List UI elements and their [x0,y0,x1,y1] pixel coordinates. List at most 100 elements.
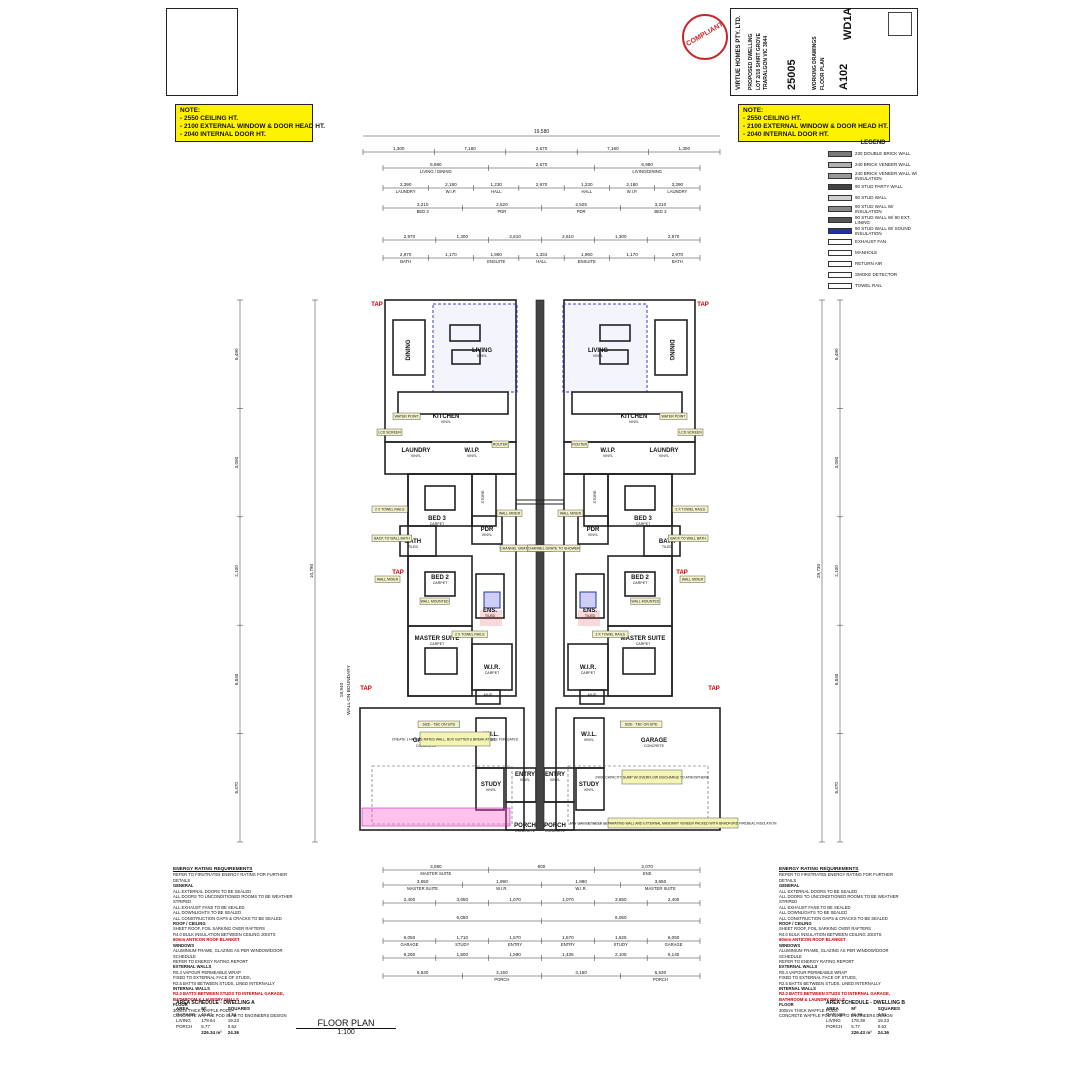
legend-label: RETURN AIR [855,261,883,266]
dim-brow-6-value: 6,290 [404,952,416,957]
area-cell [176,1030,201,1036]
dim-brow-3-value: 2,400 [404,897,416,902]
right-ens-finish: TILED [585,614,596,618]
legend-label: EXHAUST FAN [855,239,887,244]
left-router-tag [491,440,509,448]
dim-brow-5-value: 6,050 [404,935,416,940]
dim-row-1-value: 2,670 [536,146,548,151]
dim-row-5-value: 2,610 [562,234,574,239]
dim-brow-1-label: ENS [643,871,652,876]
legend-item: 90 STUD WALL W/ SOUND INSULATION [828,225,918,236]
left-laundry-finish: VINYL [411,454,421,458]
left-shower [483,591,501,609]
legend-label: 90 STUD WALL [855,195,887,200]
right-router-text: ROUTER [572,443,587,447]
right-tap-2: TAP [676,570,688,576]
left-study-room [475,767,505,811]
dim-row-3-value: 3,390 [672,182,684,187]
dim-brow-3-value: 3,650 [457,897,469,902]
compliant-stamp: COMPLIANT [682,14,728,60]
dim-brow-3-value: 1,070 [562,897,574,902]
legend-label: 90 STUD WALL W/ SOUND INSULATION [855,225,911,236]
left-wall-mounted-text: WALL MOUNTED [421,600,449,604]
dim-row-6-label: BATH [672,259,683,264]
dim-brow-5-label: ENTRY [561,942,575,947]
left-master-finish: CARPET [430,642,445,646]
right-mud-room [579,689,605,705]
right-back-to-wall-bath-tag [668,534,709,542]
area-cell [826,1030,851,1036]
right-pdr-room [577,515,609,545]
legend-swatch [828,194,852,201]
dim-row-3-label: LAUNDRY [667,189,687,194]
legend-item: 90 STUD WALL W/ 90 EXT. LINING [828,214,918,225]
left-dining-table [392,319,426,376]
dim-row-3-label: W.I.P. [446,189,457,194]
party-wall-link [515,499,565,505]
dim-row-4-value: 3,210 [417,202,429,207]
left-wall-mixer-1-tag [496,509,523,517]
dim-row-3-value: 2,180 [445,182,457,187]
right-pdr-name: PDR [587,527,600,533]
energy-line: REFER TO FIRSTRATE5 ENERGY RATING FOR FU… [779,872,894,883]
left-living-finish: VINYL [477,354,487,358]
dim-row-2-value: 2,670 [536,162,548,167]
legend-item: MANHOLE [828,247,918,258]
left-wip-name: W.I.P. [464,448,480,454]
left-wir-finish: CARPET [485,671,500,675]
left-living-area-zone [432,303,518,393]
dim-brow-5-label: STUDY [455,942,469,947]
dim-brow-1-label: MASTER SUITE [420,871,451,876]
left-ens-name: ENS. [483,608,497,614]
energy-line: 300mm THICK WAFFLE PODS [779,1007,838,1013]
left-towel-rails-1-text: 2 X TOWEL RAILS [375,508,405,512]
left-entry-name: ENTRY [515,772,535,778]
right-wall-mixer-2-text: WALL MIXER [682,578,704,582]
dim-brow-2-label: W.I.R. [575,886,586,891]
energy-line: INTERNAL WALLS [173,985,210,991]
energy-line: SHEET ROOF, FOIL SARKING OVER RAFTERS [779,926,871,932]
right-master-bed [622,647,656,675]
wall-boundary-label: WALL ON BOUNDARY [346,664,352,714]
dim-brow-2-label: MASTER SUITE [645,886,676,891]
area-cell: 179.64 [201,1018,216,1023]
left-lcd-screen-text: LCD SCREEN [378,431,401,435]
area-cell: PORCH [176,1024,193,1029]
energy-title: ENERGY RATING REQUIREMENTS [779,867,859,872]
area-cell: 178.38 [851,1018,866,1023]
energy-line: ALL EXTERNAL DOORS TO BE SEALED [173,888,252,894]
right-bed3-finish: CARPET [636,522,651,526]
legend-swatch [828,249,852,256]
energy-line: ALL EXHAUST FANS TO BE SEALED [779,904,851,910]
energy-line: ALL CONSTRUCTION GAPS & CRACKS TO BE SEA… [779,915,888,921]
energy-line: ALL CONSTRUCTION GAPS & CRACKS TO BE SEA… [173,915,282,921]
energy-line: REFER TO FIRSTRATE5 ENERGY RATING FOR FU… [173,872,288,883]
legend-swatch [828,216,852,223]
right-tap-1: TAP [697,302,709,308]
energy-line: REFER TO ENERGY RATING REPORT [173,958,249,964]
energy-line: 300mm THICK WAFFLE PODS [173,1007,232,1013]
revision-box [166,8,238,96]
area-cell: SQUARES [877,1006,901,1011]
legend-swatch [828,271,852,278]
legend-label: 90 STUD WALL W/ 90 EXT. LINING [855,214,911,225]
dim-brow-3-value: 1,070 [509,897,521,902]
dim-left-value: 2,100 [234,565,239,577]
right-kitchen-bench [571,391,683,415]
dim-left-value: 3,090 [234,456,239,468]
right-bath-finish: TILED [662,545,673,549]
area-cell: GARAGE [826,1012,846,1017]
note-right: NOTE: - 2550 CEILING HT. - 2100 EXTERNAL… [738,104,890,142]
energy-line: ALL DOORS TO UNCONDITIONED ROOMS TO BE W… [173,894,293,905]
right-bed3-name: BED 3 [634,516,652,522]
left-tap-2: TAP [392,570,404,576]
left-porch-finish: CONCRETE [515,829,536,833]
energy-line: R2.0 BATTS BETWEEN STUDS TO INTERNAL GAR… [779,991,890,1002]
left-ens-tint [480,610,502,626]
right-ens-tint [578,610,600,626]
right-towel-rails-2-tag [592,630,629,638]
area-cell: 0.62 [227,1024,237,1029]
right-bed2-name: BED 2 [631,575,649,581]
